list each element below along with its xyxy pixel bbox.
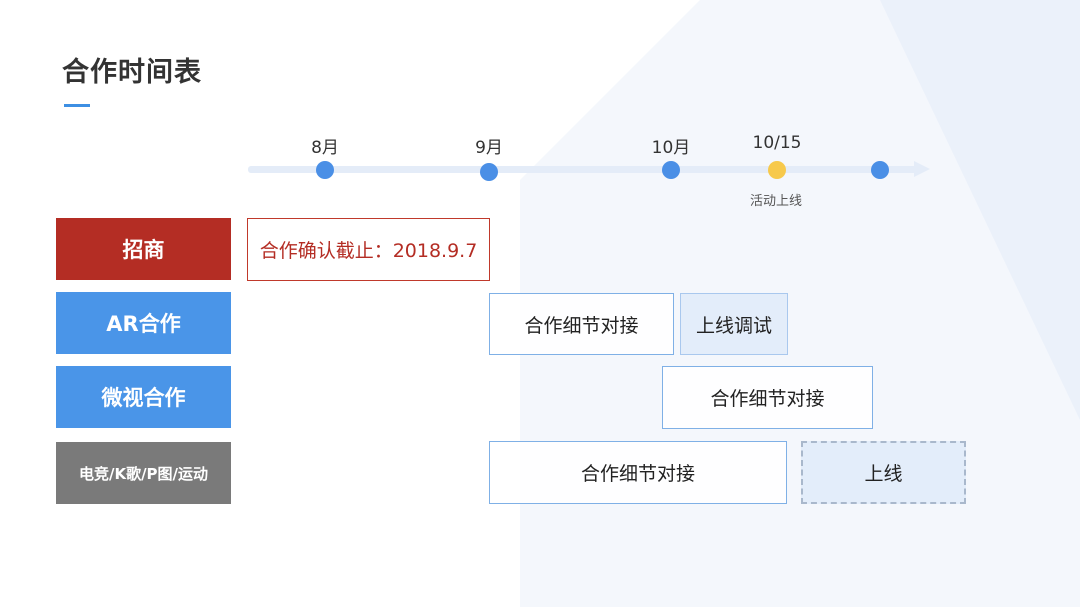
timeline-note: 活动上线 xyxy=(749,194,803,209)
timeline-dot-oct xyxy=(662,161,680,179)
row-label-zhaoshang: 招商 xyxy=(56,218,231,280)
title-underline xyxy=(64,104,90,107)
timeline-label-sep: 9月 xyxy=(475,138,503,158)
timeline-dot-launch xyxy=(768,161,786,179)
task-ar-detail: 合作细节对接 xyxy=(489,293,674,355)
row-label-weishi: 微视合作 xyxy=(56,366,231,428)
timeline-dot-aug xyxy=(316,161,334,179)
task-ar-debug: 上线调试 xyxy=(680,293,788,355)
task-other-detail: 合作细节对接 xyxy=(489,441,787,504)
timeline-arrow-icon xyxy=(914,161,930,177)
timeline-label-oct: 10月 xyxy=(651,138,691,158)
row-label-other: 电竞/K歌/P图/运动 xyxy=(56,442,231,504)
task-weishi-detail: 合作细节对接 xyxy=(662,366,873,429)
timeline-dot-end xyxy=(871,161,889,179)
timeline-bar xyxy=(248,166,918,173)
timeline-dot-sep xyxy=(480,163,498,181)
task-other-launch: 上线 xyxy=(801,441,966,504)
task-deadline: 合作确认截止：2018.9.7 xyxy=(247,218,490,281)
timeline-label-oct15: 10/15 xyxy=(752,133,802,153)
page-title: 合作时间表 xyxy=(62,57,202,88)
timeline-label-aug: 8月 xyxy=(311,138,339,158)
row-label-ar: AR合作 xyxy=(56,292,231,354)
